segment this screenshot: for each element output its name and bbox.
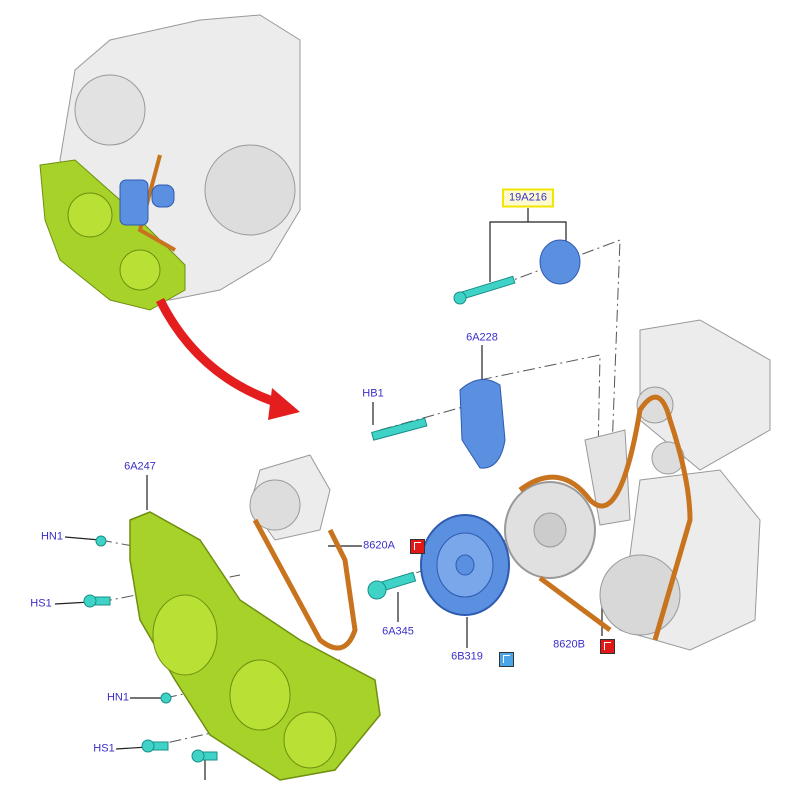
info-book-red-icon[interactable] [410,539,425,554]
label-HB1[interactable]: HB1 [362,387,384,400]
info-book-blue-icon[interactable] [499,652,514,667]
label-HS1-lower[interactable]: HS1 [93,742,115,755]
red-arrow [155,297,287,410]
label-8620B[interactable]: 8620B [553,638,585,651]
label-6B319[interactable]: 6B319 [451,650,483,663]
label-8620A[interactable]: 8620A [363,539,395,552]
info-book-red-icon[interactable] [600,639,615,654]
label-6A228[interactable]: 6A228 [466,331,498,344]
label-HN1-lower[interactable]: HN1 [106,691,130,704]
label-HS1-upper[interactable]: HS1 [30,597,52,610]
label-HN1-upper[interactable]: HN1 [40,530,64,543]
label-6A345[interactable]: 6A345 [382,625,414,638]
engine-overview [39,14,301,311]
label-19A216[interactable]: 19A216 [502,188,554,208]
label-6A247[interactable]: 6A247 [124,460,156,473]
